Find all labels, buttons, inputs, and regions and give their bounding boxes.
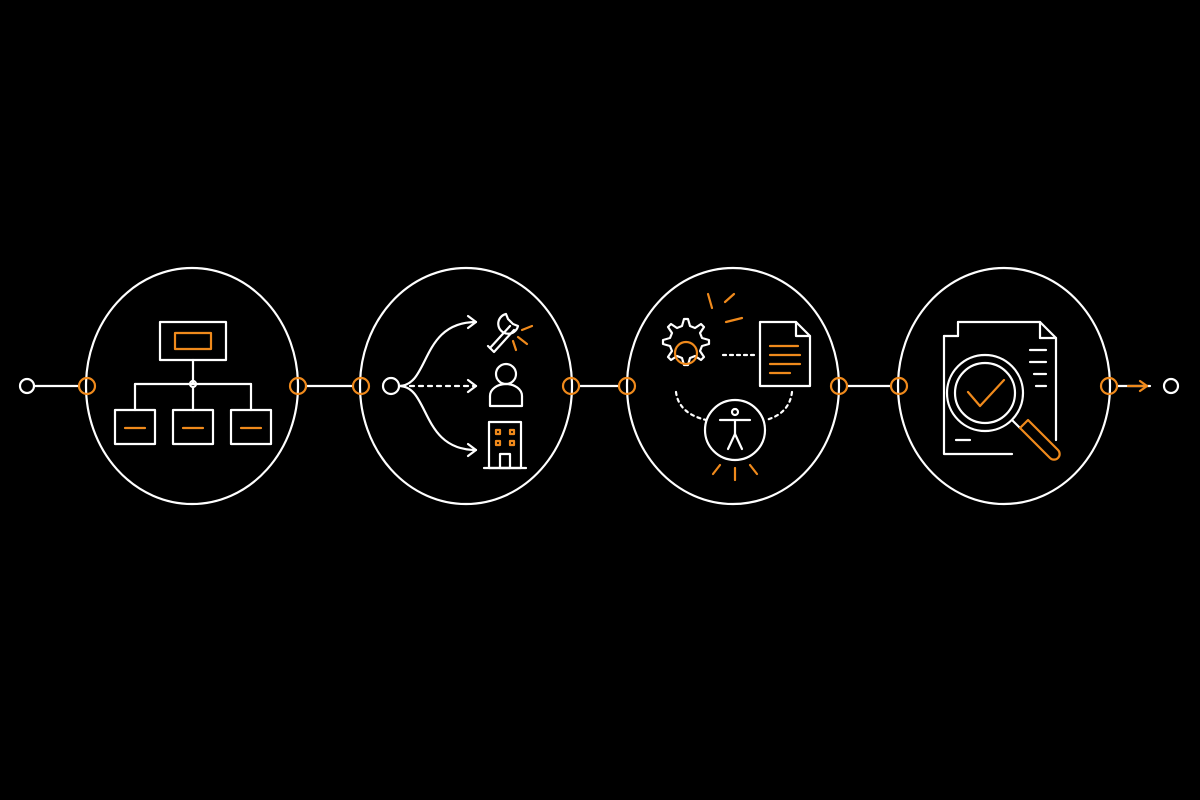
step-4-circle	[896, 266, 1112, 506]
step-3-circle	[625, 266, 841, 506]
dotted-arc-left	[674, 390, 708, 422]
accessibility-icon	[703, 398, 767, 482]
end-node	[1126, 377, 1180, 395]
step-2-circle	[358, 266, 574, 506]
step-1-circle	[84, 266, 300, 506]
start-node	[18, 377, 36, 395]
gear-icon	[661, 317, 711, 367]
person-icon	[488, 362, 524, 408]
burst-lines	[706, 292, 744, 324]
dotted-arc-right	[764, 390, 794, 422]
routing-arrows-icon	[381, 314, 478, 458]
org-chart-icon	[113, 320, 273, 446]
connector-nodes	[77, 376, 1119, 396]
document-icon	[758, 320, 812, 388]
building-icon	[482, 420, 528, 470]
document-review-icon	[942, 320, 1061, 461]
wrench-icon	[486, 312, 534, 354]
